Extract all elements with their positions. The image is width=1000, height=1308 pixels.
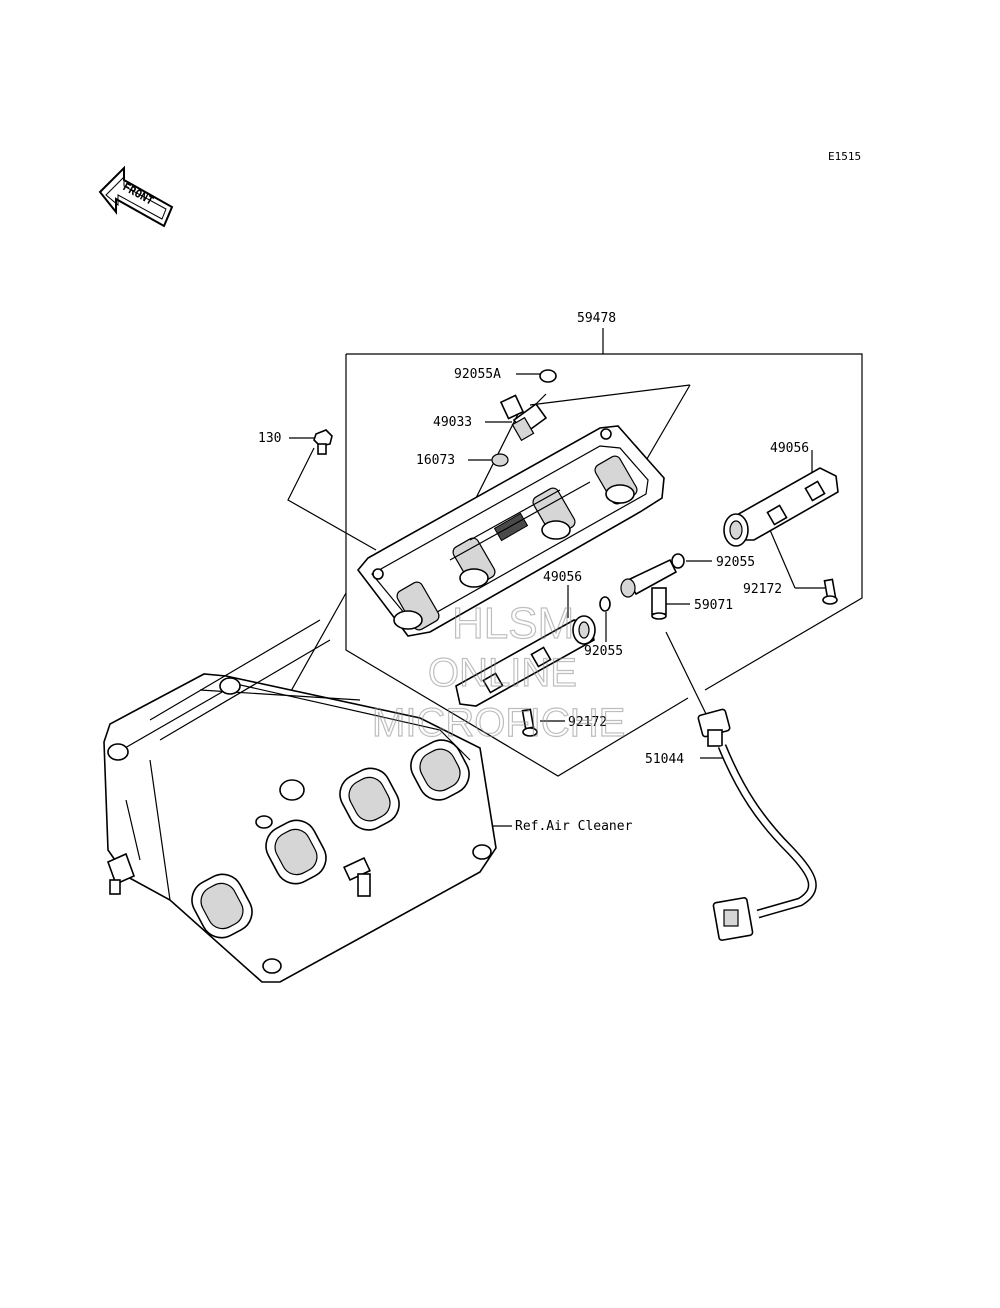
- callout-130: 130: [258, 431, 281, 446]
- joint-59071: [620, 558, 678, 620]
- injector-49033: [499, 393, 548, 442]
- watermark-line1: HLSM: [452, 599, 574, 648]
- bolt-92172-right: [822, 578, 838, 605]
- callout-49056-left: 49056: [543, 570, 582, 585]
- callout-51044: 51044: [645, 752, 684, 767]
- hose-51044: [697, 708, 817, 941]
- callout-92055a: 92055A: [454, 367, 501, 382]
- watermark: HLSM ONLINE MICROFICHE: [371, 598, 626, 745]
- oring-92055a: [539, 369, 557, 383]
- watermark-line2: ONLINE: [428, 651, 577, 695]
- watermark-line3: MICROFICHE: [372, 701, 625, 745]
- washer-16073: [491, 453, 509, 467]
- callout-49056-right: 49056: [770, 441, 809, 456]
- callout-92055-right: 92055: [716, 555, 755, 570]
- front-arrow-icon: FRONT: [98, 165, 174, 228]
- callout-59478: 59478: [577, 311, 616, 326]
- callout-16073: 16073: [416, 453, 455, 468]
- oring-92055-right: [671, 553, 685, 569]
- throttle-body-assembly: [356, 425, 665, 637]
- callout-49033: 49033: [433, 415, 472, 430]
- bolt-130: [313, 429, 333, 455]
- callout-92055-left: 92055: [584, 644, 623, 659]
- bolt-92172-left: [521, 708, 538, 737]
- callout-59071: 59071: [694, 598, 733, 613]
- fuel-pipe-right: [723, 467, 839, 547]
- callout-92172-right: 92172: [743, 582, 782, 597]
- air-cleaner-housing: [103, 619, 497, 983]
- assembly-bracket: [345, 328, 863, 777]
- oring-92055-left: [599, 596, 611, 612]
- callout-92172-left: 92172: [568, 715, 607, 730]
- callout-ref-air-cleaner: Ref.Air Cleaner: [515, 819, 633, 834]
- diagram-code: E1515: [828, 150, 861, 163]
- fuel-pipe-left: [455, 615, 596, 707]
